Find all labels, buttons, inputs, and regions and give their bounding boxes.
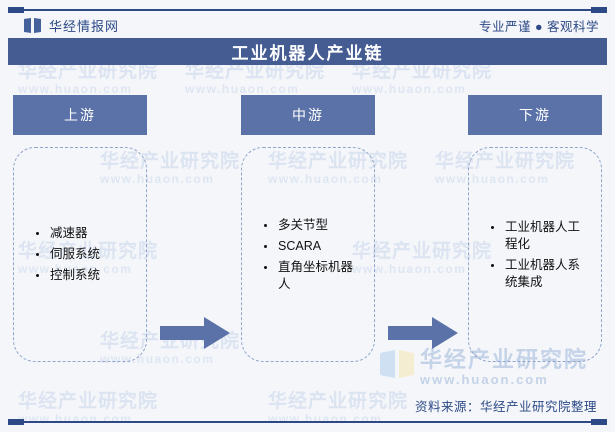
stage-header-downstream: 下游 — [468, 95, 602, 135]
stage-item-list: 减速器 伺服系统 控制系统 — [14, 221, 146, 288]
book-logo-icon — [24, 18, 41, 33]
stage-item-list: 多关节型 SCARA 直角坐标机器人 — [242, 213, 374, 297]
value-chain-diagram: 上游 减速器 伺服系统 控制系统 中游 多关节型 SCARA 直角坐标机器人 — [0, 95, 615, 385]
watermark-tile-text: 华经产业研究院 — [18, 391, 159, 412]
list-item: 多关节型 — [264, 217, 364, 234]
watermark-tile-text: 华经产业研究院 — [352, 61, 493, 82]
list-item: SCARA — [264, 238, 364, 255]
watermark-tile-text: 华经产业研究院 — [18, 61, 159, 82]
rule-cap-right — [591, 419, 607, 425]
watermark-tile-url: www.huaon.com — [18, 412, 133, 426]
stage-header-upstream: 上游 — [13, 95, 147, 135]
stage-item-list: 工业机器人工程化 工业机器人系统集成 — [469, 215, 601, 295]
rule-cap-right — [591, 7, 607, 13]
watermark-tile: 华经产业研究院 www.huaon.com — [18, 61, 159, 97]
stage-body-downstream: 工业机器人工程化 工业机器人系统集成 — [468, 147, 602, 362]
stage-body-upstream: 减速器 伺服系统 控制系统 — [13, 147, 147, 362]
page-title: 工业机器人产业链 — [231, 44, 384, 63]
source-text: 资料来源：华经产业研究院整理 — [414, 400, 597, 414]
page-header: 华经情报网 专业严谨 ● 客观科学 — [8, 13, 607, 38]
rule-cap-left — [8, 419, 24, 425]
arrow-right-icon-midstream-to-downstream — [388, 317, 458, 349]
brand: 华经情报网 — [24, 13, 119, 38]
arrow-right-icon-upstream-to-midstream — [160, 317, 230, 349]
watermark-tile-text: 华经产业研究院 — [268, 391, 409, 412]
list-item: 工业机器人工程化 — [491, 219, 591, 253]
list-item: 减速器 — [36, 225, 136, 242]
stage-header-midstream: 中游 — [241, 95, 375, 135]
stage-label: 上游 — [64, 107, 96, 123]
header-tagline: 专业严谨 ● 客观科学 — [479, 20, 599, 34]
list-item: 工业机器人系统集成 — [491, 257, 591, 291]
stage-label: 中游 — [292, 107, 324, 123]
list-item: 控制系统 — [36, 267, 136, 284]
watermark-tile: 华经产业研究院 www.huaon.com — [352, 61, 493, 97]
stage-column-midstream: 中游 多关节型 SCARA 直角坐标机器人 — [241, 95, 375, 362]
stage-column-upstream: 上游 减速器 伺服系统 控制系统 — [13, 95, 147, 362]
watermark-tile-url: www.huaon.com — [352, 82, 467, 96]
watermark-tile: 华经产业研究院 www.huaon.com — [185, 61, 326, 97]
stage-label: 下游 — [519, 107, 551, 123]
watermark-tile-text: 华经产业研究院 — [185, 61, 326, 82]
chart-title-bar: 工业机器人产业链 — [8, 38, 607, 65]
source-footer: 资料来源：华经产业研究院整理 — [415, 396, 597, 416]
brand-name: 华经情报网 — [49, 19, 120, 34]
watermark-tile-url: www.huaon.com — [18, 82, 133, 96]
top-accent-rule — [8, 7, 607, 13]
stage-body-midstream: 多关节型 SCARA 直角坐标机器人 — [241, 147, 375, 362]
list-item: 直角坐标机器人 — [264, 259, 364, 293]
bottom-accent-rule — [8, 419, 607, 425]
list-item: 伺服系统 — [36, 246, 136, 263]
stage-column-downstream: 下游 工业机器人工程化 工业机器人系统集成 — [468, 95, 602, 362]
watermark-tile-url: www.huaon.com — [268, 412, 383, 426]
watermark-tile-url: www.huaon.com — [185, 82, 300, 96]
rule-cap-left — [8, 7, 24, 13]
